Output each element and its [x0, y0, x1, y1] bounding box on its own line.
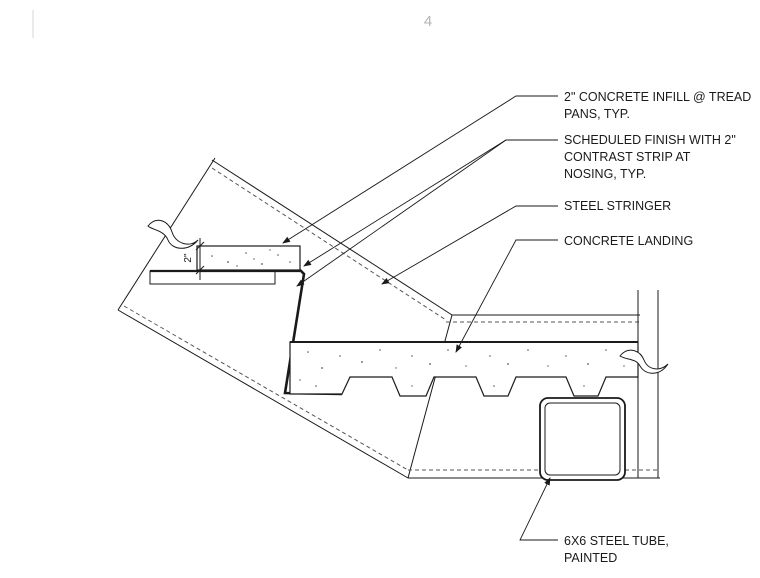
steel-tube [539, 397, 626, 481]
callout-text-line: 6X6 STEEL TUBE, [564, 534, 669, 548]
stringer-top-edge [211, 159, 453, 316]
callout-text-line: CONTRAST STRIP AT [564, 150, 691, 164]
steel-tube-outer [539, 397, 626, 481]
stringer-bottom-hidden-line [123, 305, 409, 471]
break-line-symbol-icon [619, 349, 669, 374]
callout-text-line: CONCRETE LANDING [564, 234, 693, 248]
leader-steel-stringer [381, 205, 558, 285]
callout-steel-tube: 6X6 STEEL TUBE, PAINTED [564, 534, 669, 565]
landing-slab-on-deck [289, 341, 639, 397]
stringer-top-hidden-line [211, 167, 447, 321]
tread-concrete-stipple [211, 249, 291, 267]
callout-text-line: 2" CONCRETE INFILL @ TREAD [564, 90, 751, 104]
break-line-symbol-icon [147, 219, 199, 249]
callout-text-line: PANS, TYP. [564, 107, 630, 121]
tread-pan-plate [149, 270, 276, 285]
concrete-landing [289, 341, 639, 397]
callout-text-line: NOSING, TYP. [564, 167, 646, 181]
callout-text-line: PAINTED [564, 551, 617, 565]
leader-finish-nosing [303, 139, 558, 267]
page-number: 4 [424, 13, 432, 30]
callout-scheduled-finish: SCHEDULED FINISH WITH 2" CONTRAST STRIP … [564, 133, 736, 181]
callout-text-line: STEEL STRINGER [564, 199, 671, 213]
steel-tube-inner [544, 402, 621, 476]
steel-stringer [117, 157, 453, 479]
leader-lines [282, 95, 558, 541]
leader-steel-tube [519, 477, 558, 541]
tread-thickness-dimension [195, 238, 205, 280]
leader-concrete-infill [282, 95, 558, 244]
callout-concrete-landing: CONCRETE LANDING [564, 234, 693, 248]
landing-concrete-stipple [299, 349, 625, 387]
tread-pan [149, 245, 301, 285]
leader-finish-riser [296, 139, 507, 287]
callout-text-line: SCHEDULED FINISH WITH 2" [564, 133, 736, 147]
stringer-bottom-edge [117, 309, 409, 479]
tread-concrete-infill [196, 245, 301, 271]
dimension-tick-top [195, 241, 205, 251]
callout-concrete-infill: 2" CONCRETE INFILL @ TREAD PANS, TYP. [564, 90, 751, 121]
dimension-tick-bottom [195, 265, 205, 275]
leader-concrete-landing [455, 239, 558, 353]
callout-steel-stringer: STEEL STRINGER [564, 199, 671, 213]
dimension-label: 2" [183, 253, 194, 263]
